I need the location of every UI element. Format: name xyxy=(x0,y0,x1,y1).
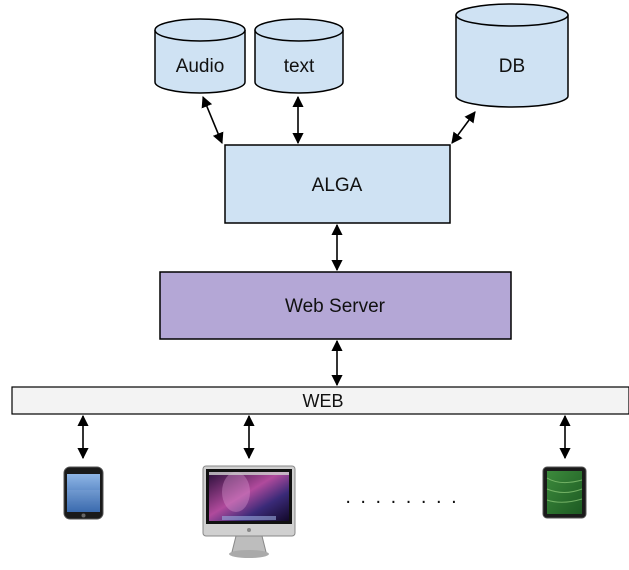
phone-icon xyxy=(63,466,104,520)
db-store: DB xyxy=(455,3,569,108)
desktop-computer-icon xyxy=(202,465,296,558)
audio-alga-arrow xyxy=(201,95,224,145)
alga-label: ALGA xyxy=(312,175,363,196)
db-alga-arrow xyxy=(451,111,476,144)
db-label: DB xyxy=(499,56,525,77)
more-devices-ellipsis: . . . . . . . . xyxy=(345,486,458,508)
tablet-icon xyxy=(542,466,587,519)
audio-label: Audio xyxy=(176,56,225,77)
audio-store: Audio xyxy=(154,18,246,94)
web-server-box: Web Server xyxy=(159,271,512,340)
web-label: WEB xyxy=(302,391,343,411)
web-server-label: Web Server xyxy=(285,296,386,317)
text-label: text xyxy=(284,56,315,77)
text-store: text xyxy=(254,18,344,94)
web-bar: WEB xyxy=(11,386,629,415)
alga-box: ALGA xyxy=(224,144,451,224)
